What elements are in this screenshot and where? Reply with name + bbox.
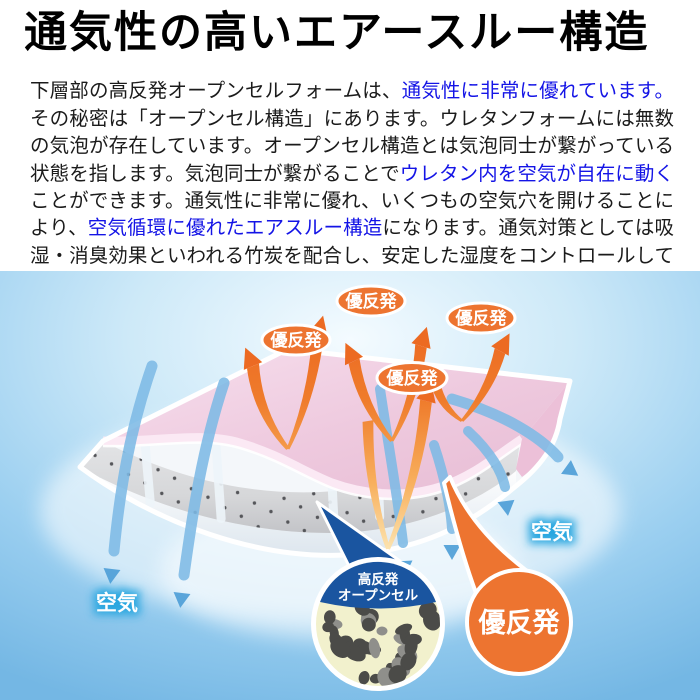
pink-edge-highlight (102, 441, 523, 501)
foam-cell (404, 633, 422, 646)
air-flow-arrow (463, 426, 510, 492)
foam-inset-magnifier: 高反発 オープンセル (311, 500, 445, 691)
rebound-arrowhead (344, 342, 364, 366)
foam-cell (418, 601, 437, 620)
air-flow-arrow (446, 393, 564, 463)
foam-cell (358, 670, 370, 685)
inset-label-line1: 高反発 (358, 571, 399, 588)
foam-cell (368, 637, 381, 659)
foam-cell (330, 638, 351, 659)
air-flow-arrowhead (497, 499, 515, 516)
balloon-label: 優反発 (478, 608, 561, 639)
rebound-badge: 優反発 (375, 361, 449, 395)
rebound-arrow (460, 348, 506, 422)
rebound-badge-label: 優反発 (270, 330, 323, 351)
rebound-balloon: 優反発 (442, 475, 573, 676)
paragraph-segment-blue: 空気循環に優れたエアスルー構造 (87, 216, 383, 240)
air-flow-arrowhead (561, 460, 579, 476)
pink-edge-band (102, 433, 525, 499)
foam-cell (376, 626, 388, 636)
air-flow-arrowhead (103, 568, 121, 584)
balloon-circle (465, 568, 573, 676)
foam-texture (322, 601, 440, 686)
rebound-arrowhead (411, 326, 431, 349)
air-flow-arrowhead (443, 545, 461, 560)
rebound-badges: 優反発 優反発 優反発 優反発 (260, 284, 517, 395)
foam-cell (395, 623, 413, 635)
rebound-arrow (431, 382, 464, 422)
diagram-canvas: 優反発 優反発 優反発 優反発 (0, 271, 700, 700)
paragraph-segment-blue: ウレタン内を空気が自在に動く (399, 161, 674, 185)
rebound-badge-label: 優反発 (386, 368, 439, 389)
mattress-bottom-band (80, 467, 516, 556)
air-label-glow: 空気 (531, 520, 573, 544)
air-label-bottom-left: 空気 空気 (93, 588, 142, 619)
foam-inset-banner (320, 561, 436, 609)
rebound-badge-label: 優反発 (455, 308, 508, 329)
foam-cell (361, 617, 376, 632)
rebound-badge: 優反発 (335, 284, 407, 318)
rebound-arrow (348, 358, 394, 442)
page-title: 通気性の高いエアースルー構造 (24, 8, 650, 58)
air-label: 空気 (531, 520, 573, 544)
air-flow-arrow (108, 360, 158, 557)
rebound-arrow (247, 363, 290, 450)
description-paragraph: 下層部の高反発オープンセルフォームは、通気性に非常に優れています。その秘密は「オ… (30, 77, 674, 296)
foam-cell (323, 610, 336, 625)
foam-cell (400, 652, 417, 671)
rebound-arrow (286, 333, 324, 450)
rebound-arrow (362, 420, 390, 550)
inset-label-line2: オープンセル (338, 588, 419, 604)
paragraph-segment-black: その秘密は「オープンセル構造」にあります。ウレタンフォームには無数の気泡が存在し… (30, 106, 674, 185)
rebound-arrow (386, 399, 432, 550)
rebound-badge: 優反発 (260, 323, 332, 357)
rebound-arrowhead (243, 347, 263, 370)
paragraph-segment-black: ことができます。通気性に非常に優れ、いくつもの空気穴を開けることにより、 (30, 188, 674, 240)
foam-cell (388, 665, 407, 684)
air-label: 空気 (96, 591, 138, 615)
air-flow-arrowhead (173, 592, 191, 608)
paragraph-segment-black: 下層部の高反発オープンセルフォームは、 (30, 79, 402, 103)
rebound-badge: 優反発 (445, 301, 517, 335)
mattress-right-side (516, 381, 570, 477)
paragraph-segment-blue: 通気性に非常に優れています。 (401, 79, 675, 103)
air-label-glow: 空気 (96, 591, 138, 615)
rebound-arrowhead (491, 333, 510, 356)
foam-cell (322, 621, 335, 633)
mattress-airflow-diagram: 優反発 優反発 優反発 優反発 (0, 271, 700, 700)
rebound-badge-label: 優反発 (345, 291, 398, 312)
air-label-right: 空気 空気 (528, 517, 577, 548)
air-flow-arrow (178, 377, 230, 581)
text-section: 通気性の高いエアースルー構造 下層部の高反発オープンセルフォームは、通気性に非常… (0, 0, 700, 297)
air-flow-arrow (375, 384, 408, 548)
